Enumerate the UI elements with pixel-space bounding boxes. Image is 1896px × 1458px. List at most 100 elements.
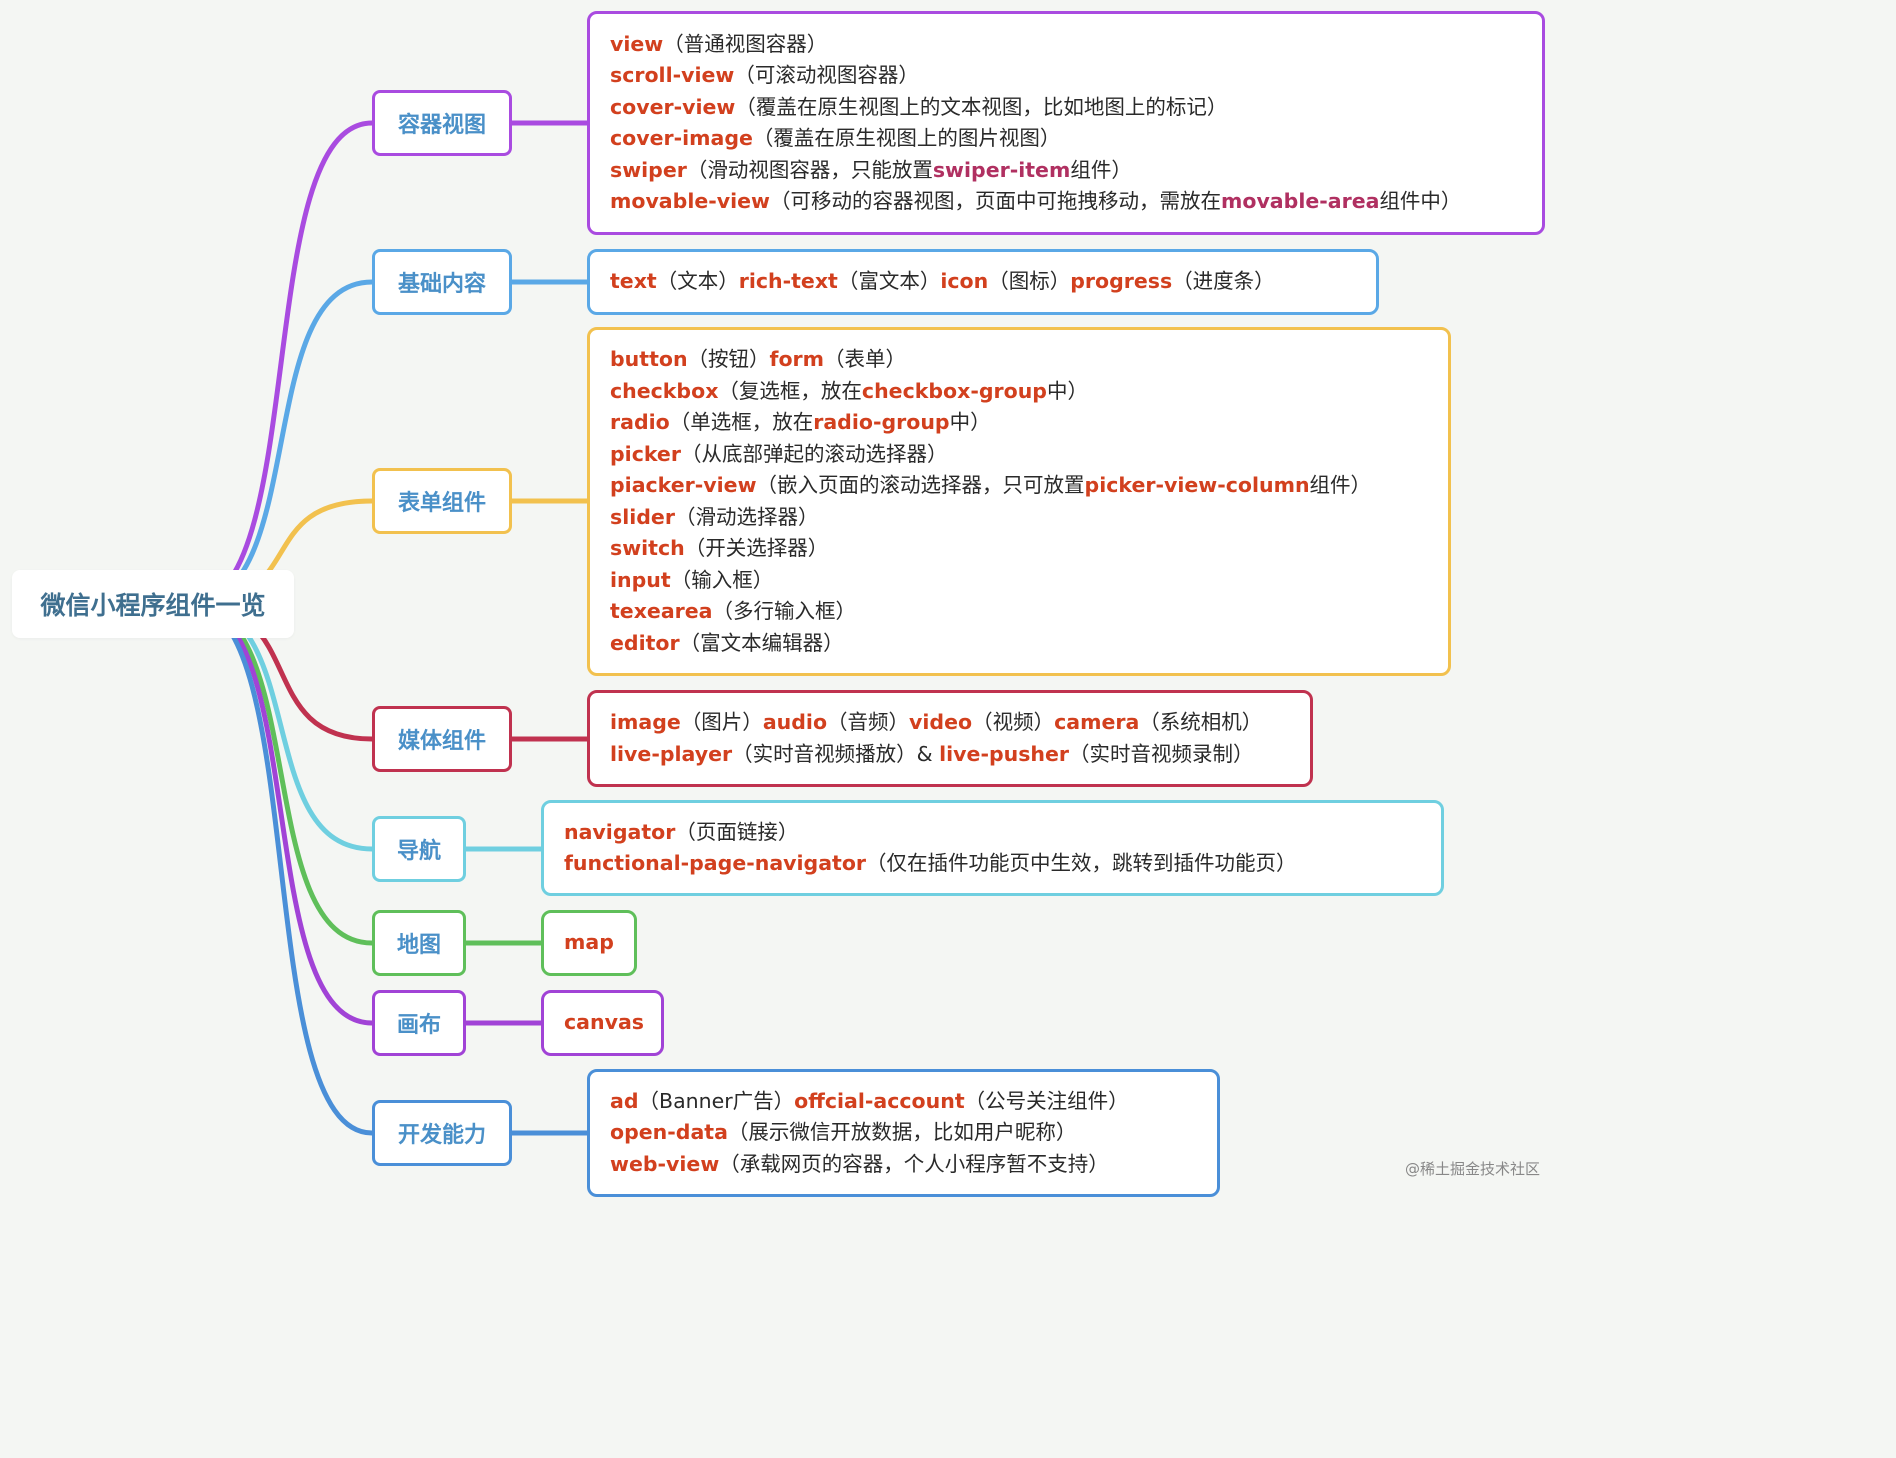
- component-name: map: [564, 930, 614, 955]
- detail-line: input（输入框）: [610, 565, 1428, 597]
- category-node-nav[interactable]: 导航: [372, 816, 466, 882]
- component-desc: （可滚动视图容器）: [734, 63, 919, 87]
- component-desc: （滑动选择器）: [674, 504, 819, 529]
- category-label: 媒体组件: [397, 729, 486, 754]
- component-desc: （普通视图容器）: [663, 31, 828, 56]
- detail-line: web-view（承载网页的容器，个人小程序暂不支持）: [610, 1149, 1197, 1181]
- component-name: piacker-view: [610, 473, 757, 497]
- root-node[interactable]: 微信小程序组件一览: [12, 570, 294, 638]
- detail-line: movable-view（可移动的容器视图，页面中可拖拽移动，需放在movabl…: [610, 186, 1522, 218]
- component-name: icon: [940, 269, 989, 294]
- detail-node-canvas[interactable]: canvas: [541, 990, 664, 1056]
- component-name: checkbox: [610, 378, 719, 403]
- component-name: picker: [610, 441, 681, 466]
- category-node-open[interactable]: 开发能力: [372, 1100, 512, 1166]
- component-name: swiper-item: [932, 157, 1071, 182]
- component-name: checkbox-group: [861, 378, 1047, 403]
- detail-node-form[interactable]: button（按钮）form（表单）checkbox（复选框，放在checkbo…: [587, 327, 1451, 676]
- detail-line: editor（富文本编辑器）: [610, 628, 1428, 660]
- component-name: switch: [610, 536, 685, 560]
- component-desc: （富文本编辑器）: [679, 630, 844, 655]
- detail-line: piacker-view（嵌入页面的滚动选择器，只可放置picker-view-…: [610, 470, 1428, 502]
- component-name: button: [610, 347, 688, 371]
- detail-line: canvas: [564, 1007, 644, 1039]
- category-node-basic[interactable]: 基础内容: [372, 249, 512, 315]
- component-desc: （承载网页的容器，个人小程序暂不支持）: [719, 1151, 1109, 1176]
- component-desc: 组件）: [1309, 473, 1372, 497]
- detail-line: button（按钮）form（表单）: [610, 344, 1428, 376]
- component-name: ad: [610, 1088, 639, 1113]
- component-name: swiper: [610, 157, 687, 182]
- component-name: canvas: [564, 1010, 644, 1035]
- category-label: 画布: [396, 1013, 441, 1038]
- component-desc: （展示微信开放数据，比如用户昵称）: [727, 1120, 1077, 1145]
- detail-line: cover-view（覆盖在原生视图上的文本视图，比如地图上的标记）: [610, 92, 1522, 124]
- component-name: web-view: [610, 1151, 720, 1176]
- category-node-canvas[interactable]: 画布: [372, 990, 466, 1056]
- detail-line: functional-page-navigator（仅在插件功能页中生效，跳转到…: [564, 848, 1421, 880]
- detail-node-map[interactable]: map: [541, 910, 637, 976]
- component-name: progress: [1070, 269, 1173, 294]
- component-name: editor: [610, 630, 680, 655]
- component-desc: 组件）: [1070, 157, 1132, 182]
- component-name: image: [610, 710, 681, 734]
- category-label: 容器视图: [397, 113, 486, 138]
- watermark: @稀土掘金技术社区: [1404, 1160, 1540, 1178]
- category-node-form[interactable]: 表单组件: [372, 468, 512, 534]
- category-label: 地图: [396, 933, 441, 958]
- branch-container: [187, 120, 375, 607]
- component-desc: （覆盖在原生视图上的图片视图）: [752, 126, 1061, 150]
- component-name: functional-page-navigator: [564, 851, 867, 875]
- detail-line: swiper（滑动视图容器，只能放置swiper-item组件）: [610, 155, 1522, 187]
- component-name: navigator: [564, 819, 676, 844]
- component-desc: （图标）: [988, 269, 1071, 294]
- branch-open: [187, 601, 375, 1136]
- detail-line: cover-image（覆盖在原生视图上的图片视图）: [610, 123, 1522, 155]
- category-node-container[interactable]: 容器视图: [372, 90, 512, 156]
- component-desc: （页面链接）: [675, 819, 799, 844]
- root-label: 微信小程序组件一览: [40, 591, 266, 620]
- component-desc: 中）: [1046, 378, 1088, 403]
- detail-node-nav[interactable]: navigator（页面链接） functional-page-navigator…: [541, 800, 1444, 896]
- component-name: radio-group: [813, 410, 950, 434]
- component-name: input: [610, 567, 671, 592]
- component-desc: （富文本）: [837, 269, 941, 294]
- detail-line: radio（单选框，放在radio-group中）: [610, 407, 1428, 439]
- component-desc: （滑动视图容器，只能放置: [686, 157, 933, 182]
- component-desc: （实时音视频播放）&: [732, 741, 940, 766]
- detail-line: image（图片）audio（音频）video（视频）camera（系统相机）: [610, 707, 1290, 739]
- component-desc: （嵌入页面的滚动选择器，只可放置: [756, 473, 1085, 497]
- category-label: 开发能力: [397, 1123, 486, 1148]
- component-name: scroll-view: [610, 63, 735, 87]
- detail-node-media[interactable]: image（图片）audio（音频）video（视频）camera（系统相机）l…: [587, 690, 1313, 787]
- category-label: 表单组件: [397, 491, 486, 516]
- component-desc: （可移动的容器视图，页面中可拖拽移动，需放在: [770, 189, 1221, 213]
- component-desc: （Banner广告）: [638, 1088, 795, 1113]
- component-name: form: [769, 347, 825, 371]
- component-name: live-pusher: [939, 741, 1070, 766]
- mindmap-canvas: 微信小程序组件一览 容器视图 view（普通视图容器） scroll-view（可滚…: [12, 11, 1545, 1197]
- detail-node-container[interactable]: view（普通视图容器） scroll-view（可滚动视图容器） cover-vi…: [587, 11, 1545, 235]
- component-desc: （表单）: [824, 347, 907, 371]
- component-desc: 组件中）: [1379, 189, 1462, 213]
- component-name: picker-view-column: [1084, 473, 1310, 497]
- component-name: cover-image: [610, 126, 753, 150]
- component-name: texearea: [610, 599, 713, 623]
- category-node-map[interactable]: 地图: [372, 910, 466, 976]
- component-name: open-data: [610, 1120, 728, 1145]
- detail-line: switch（开关选择器）: [610, 533, 1428, 565]
- category-label: 基础内容: [397, 272, 486, 297]
- detail-line: text（文本）rich-text（富文本）icon（图标）progress（进…: [610, 266, 1356, 298]
- component-name: movable-view: [610, 189, 770, 213]
- component-desc: （复选框，放在: [718, 378, 862, 403]
- component-desc: （输入框）: [670, 567, 774, 592]
- component-name: view: [610, 31, 664, 56]
- detail-node-open[interactable]: ad（Banner广告）offcial-account（公号关注组件）open-…: [587, 1069, 1220, 1197]
- category-node-media[interactable]: 媒体组件: [372, 706, 512, 772]
- component-desc: （视频）: [972, 710, 1055, 734]
- component-desc: （进度条）: [1172, 269, 1275, 294]
- component-desc: （图片）: [680, 710, 763, 734]
- component-name: slider: [610, 504, 675, 529]
- detail-node-basic[interactable]: text（文本）rich-text（富文本）icon（图标）progress（进…: [587, 249, 1379, 315]
- component-name: rich-text: [738, 269, 838, 294]
